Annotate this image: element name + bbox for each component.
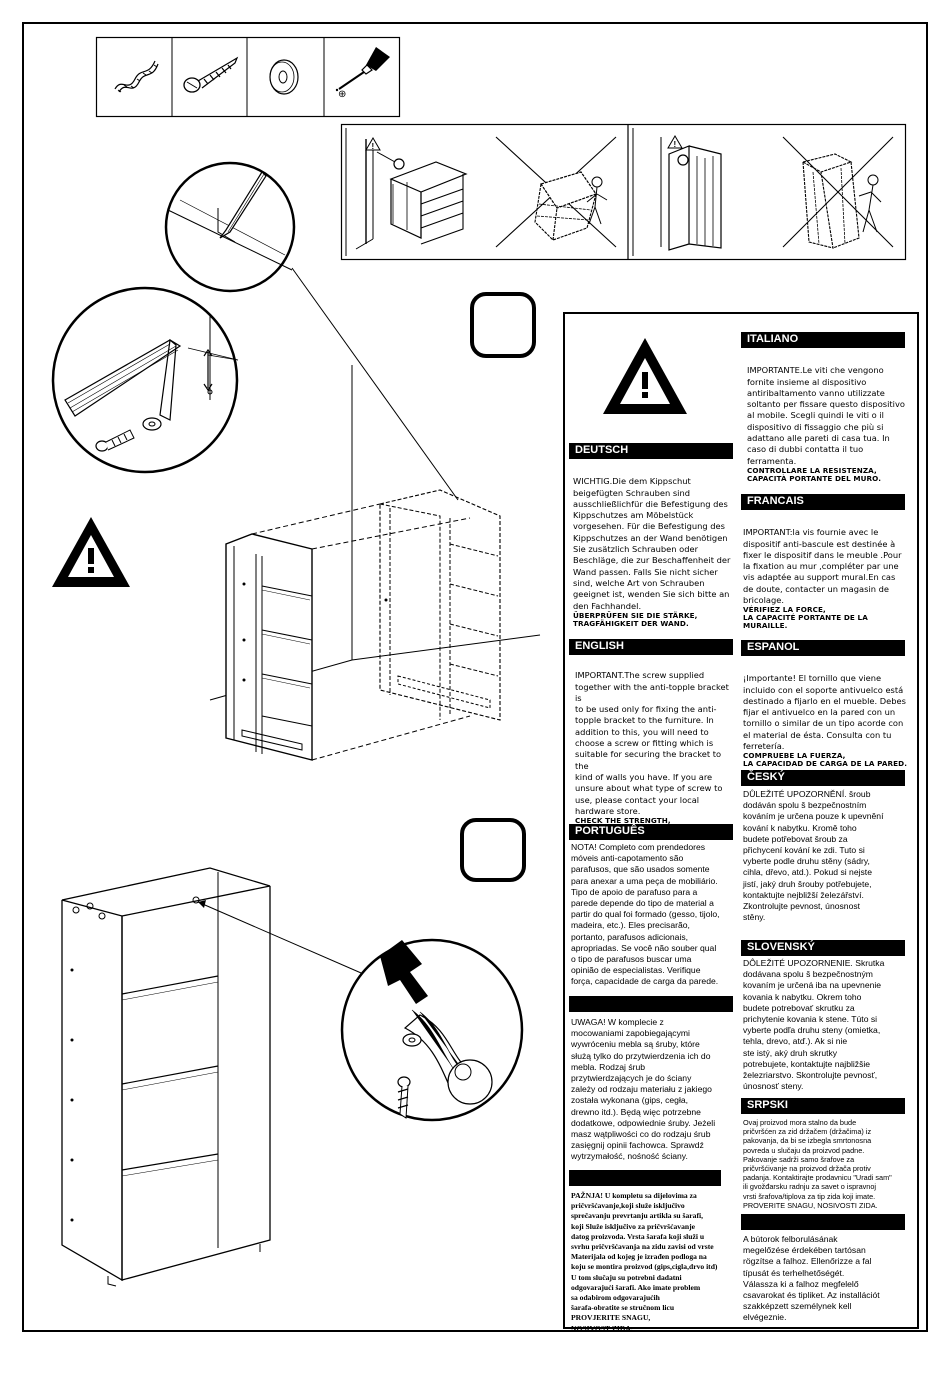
screwdriver-icon <box>335 47 390 92</box>
hrvatski-body: PAŽNJA! U kompletu sa dijelovima za prič… <box>571 1191 718 1333</box>
espanol-body: ¡Importante! El tornillo que viene inclu… <box>743 673 906 752</box>
wall-plug-icon <box>114 60 159 93</box>
step-1-illustration <box>51 161 541 761</box>
svg-text:!: ! <box>674 140 677 149</box>
english-heading: ENGLISH <box>569 639 733 655</box>
srpski-heading: SRPSKI <box>741 1098 905 1114</box>
francais-body: IMPORTANT:la vis fournie avec le disposi… <box>743 527 902 606</box>
correct-wardrobe-anchored-illustration: ! <box>660 135 722 251</box>
screwdriver-type-mark: ⊕ <box>338 89 347 100</box>
portugues-body: NOTA! Completo com prendedores móveis an… <box>571 842 720 987</box>
magyar-heading <box>741 1214 905 1230</box>
step-2-number-box <box>460 818 526 882</box>
screw-icon <box>183 56 239 93</box>
step-2-illustration <box>61 867 524 1287</box>
magyar-body: A bútorok felborulásának megelőzése érde… <box>743 1234 880 1323</box>
polski-body: UWAGA! W komplecie z mocowaniami zapobie… <box>571 1017 716 1162</box>
espanol-note: COMPRUEBE LA FUERZA, LA CAPACIDAD DE CAR… <box>743 751 908 769</box>
cesky-body: DŮLEŽITÉ UPOZORNĚNÍ. šroub dodáván spolu… <box>743 789 884 923</box>
italiano-body: IMPORTANTE.Le viti che vengono fornite i… <box>747 365 905 466</box>
svg-text:!: ! <box>372 142 375 151</box>
english-body: IMPORTANT.The screw supplied together wi… <box>575 670 729 816</box>
cesky-heading: ČESKÝ <box>741 770 905 786</box>
correct-chest-anchored-illustration: ! <box>355 137 468 250</box>
polski-heading <box>569 996 733 1012</box>
tip-over-warning-strip: ! ! <box>340 123 907 261</box>
hrvatski-heading <box>569 1170 721 1186</box>
page-border <box>22 22 928 1332</box>
language-instructions-panel: ITALIANO IMPORTANTE.Le viti che vengono … <box>563 312 919 1333</box>
espanol-text: ¡Importante! El tornillo que viene inclu… <box>743 662 913 780</box>
italiano-heading: ITALIANO <box>741 332 905 348</box>
deutsch-heading: DEUTSCH <box>569 443 733 459</box>
deutsch-text: WICHTIG.Die dem Kippschut beigefügten Sc… <box>573 465 733 639</box>
washer-icon <box>269 59 299 95</box>
incorrect-chest-tipping-illustration <box>495 136 617 248</box>
warning-sign-large <box>52 517 130 587</box>
italiano-text: IMPORTANTE.Le viti che vengono fornite i… <box>747 354 912 494</box>
deutsch-body: WICHTIG.Die dem Kippschut beigefügten Sc… <box>573 476 731 611</box>
incorrect-wardrobe-tipping-illustration <box>782 136 894 249</box>
italiano-note: CONTROLLARE LA RESISTENZA, CAPACITÀ PORT… <box>747 465 882 483</box>
slovensky-body: DÔLEŽITÉ UPOZORNENIE. Skrutka dodávana s… <box>743 958 885 1092</box>
francais-note: VÉRIFIEZ LA FORCE, LA CAPACITÉ PORTANTE … <box>743 605 868 631</box>
portugues-heading: PORTUGUÊS <box>569 824 733 840</box>
francais-text: IMPORTANT:la vis fournie avec le disposi… <box>743 516 913 642</box>
step-1-number-box <box>470 292 536 358</box>
deutsch-note: ÜBERPRÜFEN SIE DIE STÄRKE, TRAGFÄHIGKEIT… <box>573 610 698 628</box>
warning-sign-panel <box>603 338 687 414</box>
srpski-body: Ovaj proizvod mora stalno da bude pričvr… <box>743 1118 892 1210</box>
francais-heading: FRANCAIS <box>741 494 905 510</box>
slovensky-heading: SLOVENSKÝ <box>741 940 905 956</box>
tools-strip: ⊕ <box>95 36 401 118</box>
espanol-heading: ESPANOL <box>741 640 905 656</box>
